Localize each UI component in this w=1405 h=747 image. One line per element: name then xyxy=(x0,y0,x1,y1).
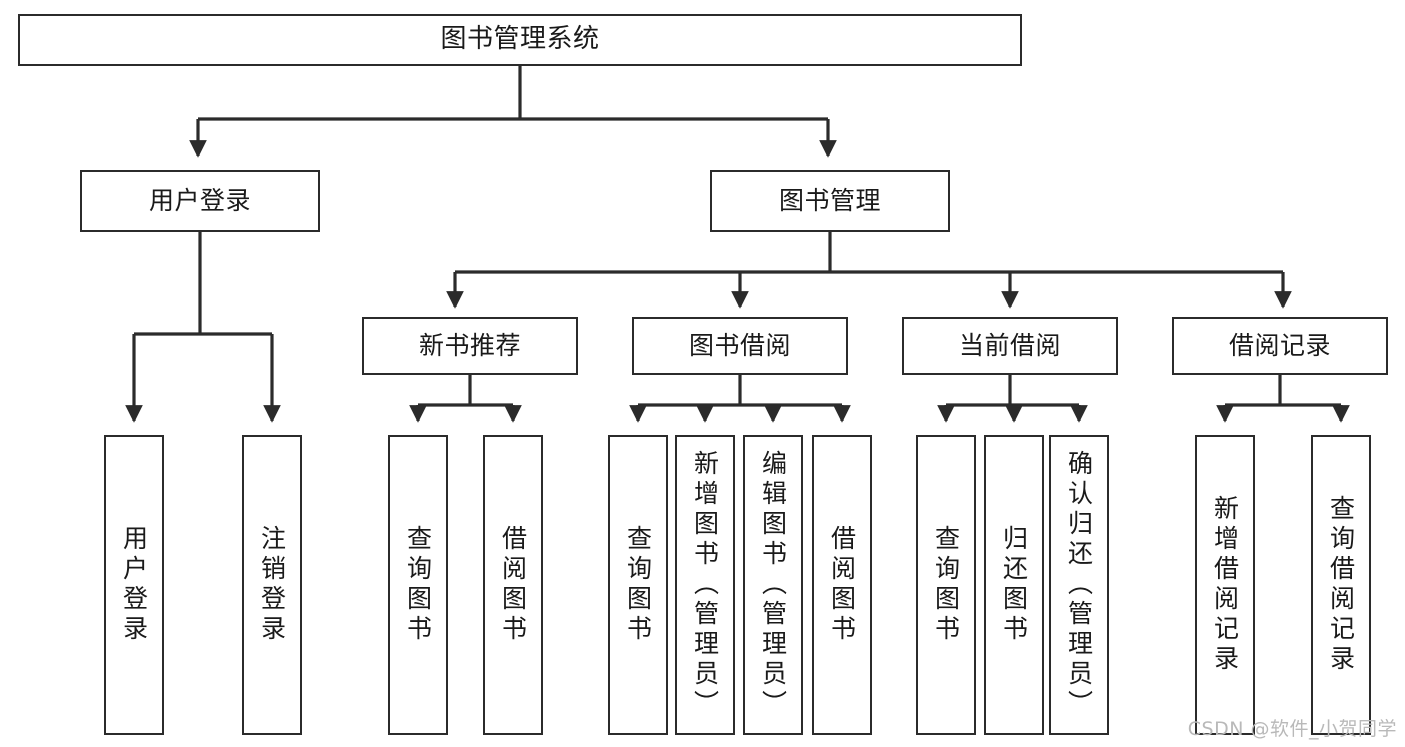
node-label: 借阅图书 xyxy=(498,525,528,645)
node-label: 图书借阅 xyxy=(688,331,791,360)
node-label: 用户登录 xyxy=(119,525,149,645)
leaf-logout-login[interactable]: 注销登录 xyxy=(242,435,302,735)
leaf-borrow-book-borrow[interactable]: 借阅图书 xyxy=(812,435,872,735)
node-label: 用户登录 xyxy=(148,186,251,215)
node-label: 查询图书 xyxy=(623,525,653,645)
node-label: 借阅图书 xyxy=(827,525,857,645)
node-label: 新书推荐 xyxy=(418,331,521,360)
leaf-query-book-borrow[interactable]: 查询图书 xyxy=(608,435,668,735)
node-label: 图书管理系统 xyxy=(440,24,600,55)
node-current-borrow[interactable]: 当前借阅 xyxy=(902,317,1118,375)
leaf-borrow-book-recommend[interactable]: 借阅图书 xyxy=(483,435,543,735)
leaf-add-book-admin[interactable]: 新增图书（管理员） xyxy=(675,435,735,735)
node-label: 编辑图书（管理员） xyxy=(758,450,788,720)
node-root-book-management-system[interactable]: 图书管理系统 xyxy=(18,14,1022,66)
node-label: 新增图书（管理员） xyxy=(690,450,720,720)
node-label: 归还图书 xyxy=(999,525,1029,645)
node-label: 查询借阅记录 xyxy=(1326,495,1356,675)
node-label: 确认归还（管理员） xyxy=(1064,450,1094,720)
node-label: 新增借阅记录 xyxy=(1210,495,1240,675)
node-new-book-recommend[interactable]: 新书推荐 xyxy=(362,317,578,375)
leaf-return-book[interactable]: 归还图书 xyxy=(984,435,1044,735)
node-borrow-record[interactable]: 借阅记录 xyxy=(1172,317,1388,375)
node-label: 图书管理 xyxy=(778,186,881,215)
node-user-login[interactable]: 用户登录 xyxy=(80,170,320,232)
leaf-query-book-current[interactable]: 查询图书 xyxy=(916,435,976,735)
leaf-edit-book-admin[interactable]: 编辑图书（管理员） xyxy=(743,435,803,735)
leaf-add-borrow-record[interactable]: 新增借阅记录 xyxy=(1195,435,1255,735)
node-label: 借阅记录 xyxy=(1228,331,1331,360)
node-label: 查询图书 xyxy=(931,525,961,645)
node-label: 注销登录 xyxy=(257,525,287,645)
node-book-borrow[interactable]: 图书借阅 xyxy=(632,317,848,375)
leaf-confirm-return-admin[interactable]: 确认归还（管理员） xyxy=(1049,435,1109,735)
node-label: 当前借阅 xyxy=(958,331,1061,360)
leaf-query-book-recommend[interactable]: 查询图书 xyxy=(388,435,448,735)
node-book-management[interactable]: 图书管理 xyxy=(710,170,950,232)
leaf-user-login[interactable]: 用户登录 xyxy=(104,435,164,735)
leaf-query-borrow-record[interactable]: 查询借阅记录 xyxy=(1311,435,1371,735)
node-label: 查询图书 xyxy=(403,525,433,645)
